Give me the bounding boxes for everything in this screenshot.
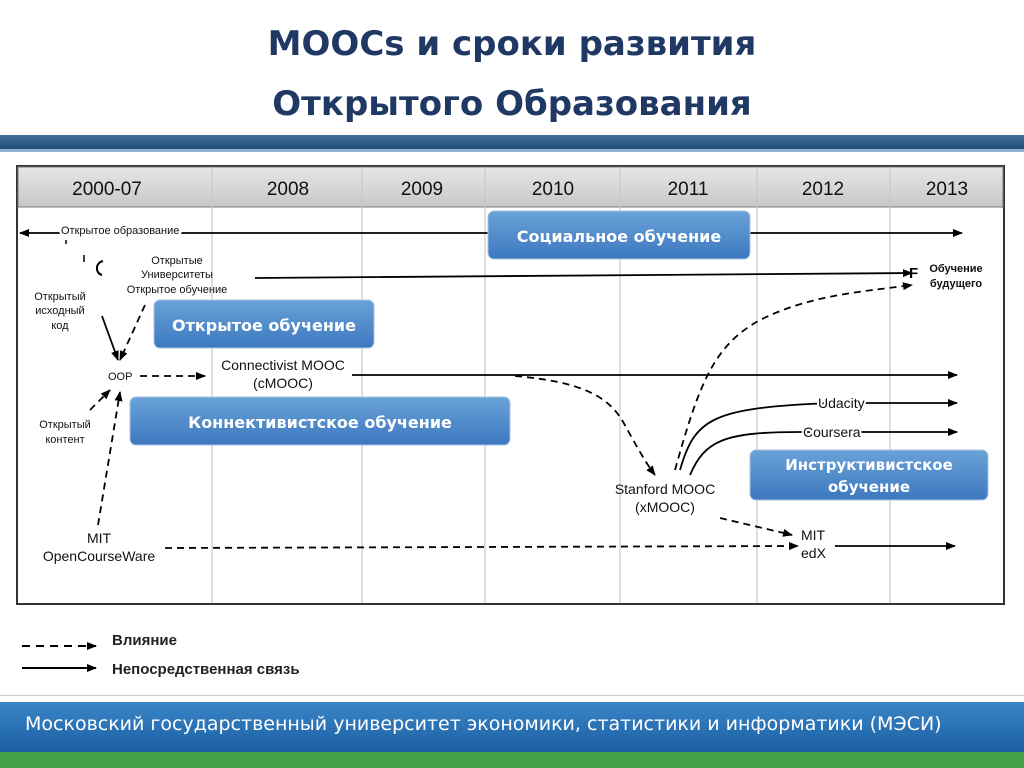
box-social-learning: Социальное обучение [487, 210, 751, 260]
year-label-2011: 2011 [668, 179, 709, 200]
open-content-to-oop-arrow [89, 389, 111, 411]
year-label-2008: 2008 [267, 179, 309, 200]
footer-university-name: Московский государственный университет э… [25, 713, 942, 735]
legend-influence-label: Влияние [112, 632, 177, 649]
mit-ocw-to-oop-arrow [97, 391, 123, 526]
future-terminus-marker: F [909, 265, 918, 282]
label-future-line2: будущего [930, 278, 983, 290]
label-open-universities-line3: Открытое обучение [127, 284, 228, 296]
year-header-row [17, 166, 1004, 208]
open-universities-arrow [254, 269, 913, 279]
coursera-arrow [689, 428, 958, 476]
label-mit-ocw-line1: MIT [87, 530, 112, 546]
label-connectivist-mooc-line2: (cMOOC) [253, 375, 313, 391]
label-stanford-line1: Stanford MOOC [615, 481, 715, 497]
udacity-arrow [679, 399, 958, 471]
legend [22, 642, 97, 672]
label-edx-line2: edX [801, 545, 827, 561]
label-open-source-line3: код [51, 320, 69, 332]
year-label-2012: 2012 [802, 179, 844, 200]
label-coursera: Coursera [803, 424, 861, 440]
label-stanford-line2: (xMOOC) [635, 499, 695, 515]
slide-title-line2: Открытого Образования [272, 84, 752, 124]
label-open-universities-line2: Университеты [141, 269, 213, 281]
footer-green-stripe [0, 752, 1024, 768]
box-instructivist-learning-label-line1: Инструктивистское [785, 456, 953, 474]
label-open-source-line2: исходный [35, 305, 84, 317]
label-open-source-line1: Открытый [34, 291, 86, 303]
legend-direct-label: Непосредственная связь [112, 661, 300, 678]
box-social-learning-label: Социальное обучение [517, 227, 722, 246]
label-oop: OOP [108, 371, 132, 383]
stanford-to-edx-arrow [719, 517, 793, 537]
footer-bar [0, 702, 1024, 752]
year-label-2010: 2010 [532, 179, 574, 200]
mit-ocw-to-edx-arrow [164, 542, 799, 551]
box-instructivist-learning-label-line2: обучение [828, 478, 910, 496]
slide-title-line1: MOOCs и сроки развития [267, 24, 757, 64]
label-open-content-line1: Открытый [39, 419, 91, 431]
box-connectivist-learning-label: Коннективистское обучение [188, 413, 452, 432]
box-open-learning-label: Открытое обучение [172, 316, 356, 335]
label-connectivist-mooc-line1: Connectivist MOOC [221, 357, 345, 373]
box-connectivist-learning: Коннективистское обучение [129, 396, 511, 446]
footer-separator [0, 695, 1024, 696]
year-label-2000-07: 2000-07 [72, 179, 142, 200]
label-edx-line1: MIT [801, 527, 826, 543]
label-open-content-line2: контент [45, 434, 84, 446]
label-udacity: Udacity [818, 395, 865, 411]
year-label-2009: 2009 [401, 179, 443, 200]
header-divider-stripe [0, 149, 1024, 152]
header-divider-bar [0, 135, 1024, 149]
year-label-2013: 2013 [926, 179, 968, 200]
partial-glyph [95, 260, 104, 276]
open-universities-to-oop-arrow [119, 304, 146, 361]
box-instructivist-learning: Инструктивистское обучение [749, 449, 989, 501]
open-source-arrow [101, 315, 119, 361]
label-mit-ocw-line2: OpenCourseWare [43, 548, 156, 564]
box-open-learning: Открытое обучение [153, 299, 375, 349]
label-open-education: Открытое образование [61, 225, 179, 237]
label-open-universities-line1: Открытые [151, 255, 203, 267]
label-future-line1: Обучение [929, 263, 982, 275]
